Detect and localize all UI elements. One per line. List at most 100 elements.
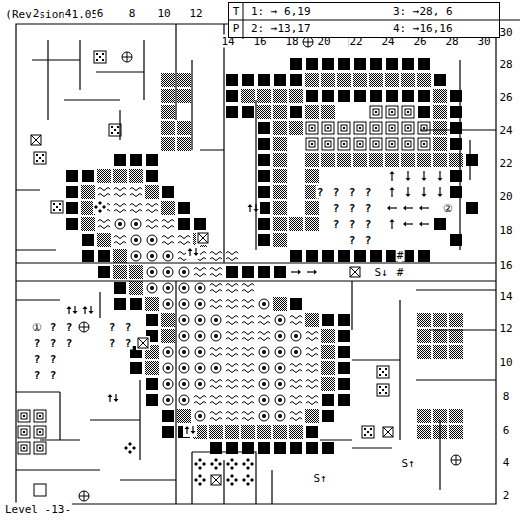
stairs-mark: S↑: [312, 472, 327, 485]
spinner-tile: [402, 106, 414, 118]
box-x-icon: [138, 338, 148, 348]
chest-icon: [36, 154, 38, 156]
dark-tile: [230, 466, 234, 470]
water-tile: [226, 284, 238, 293]
icon-ground: [361, 425, 375, 439]
black-block: [306, 250, 318, 262]
question-mark: ?: [316, 186, 325, 199]
black-block: [322, 394, 334, 406]
spinner-tile: [23, 415, 25, 417]
pit-tile: [291, 347, 301, 357]
grey-block: [81, 185, 95, 199]
black-block: [242, 74, 254, 86]
grey-block: [161, 73, 175, 87]
spinner-tile: [341, 125, 347, 131]
pit-tile: [275, 411, 285, 421]
spinner-tile: [418, 138, 430, 150]
pit-tile: [179, 347, 189, 357]
pit-tile: [179, 283, 189, 293]
pit-tile: [262, 350, 266, 354]
grey-block: [145, 361, 159, 375]
water-tile: [162, 220, 174, 229]
icon-ground: [348, 265, 362, 279]
pit-tile: [166, 382, 170, 386]
grey-block: [161, 105, 175, 119]
black-block: [258, 122, 270, 134]
icon-ground: [33, 483, 47, 497]
pit-tile: [278, 318, 282, 322]
water-tile: [242, 396, 254, 405]
dark-tile: [226, 462, 230, 466]
grey-block: [305, 73, 319, 87]
chest-icon: [42, 154, 44, 156]
box-x-icon: [383, 427, 393, 437]
spinner-tile: [357, 125, 363, 131]
spinner-tile: [405, 141, 411, 147]
black-block: [322, 442, 334, 454]
question-mark: ?: [124, 321, 133, 334]
spinner-tile: [34, 442, 46, 454]
stairs-icon: [68, 309, 69, 314]
icon-ground: [77, 320, 91, 334]
water-tile: [226, 316, 238, 325]
grey-block: [177, 137, 191, 151]
axis-number: 26: [498, 91, 513, 104]
water-tile: [98, 188, 110, 197]
spinner-tile: [373, 125, 379, 131]
question-mark: ?: [33, 353, 42, 366]
spinner-tile: [23, 431, 25, 433]
pit-tile: [166, 270, 170, 274]
pit-tile: [278, 398, 282, 402]
black-block: [82, 234, 94, 246]
grey-block: [417, 425, 431, 439]
dark-tile: [250, 478, 254, 482]
black-block: [306, 90, 318, 102]
black-block: [434, 74, 446, 86]
chest-icon: [364, 428, 366, 430]
pit-tile: [195, 331, 205, 341]
grey-block: [305, 153, 319, 167]
question-mark: ?: [65, 337, 74, 350]
chest-icon: [36, 160, 38, 162]
black-block: [82, 170, 94, 182]
water-tile: [226, 396, 238, 405]
arrow-tile: [419, 206, 422, 211]
pit-tile: [278, 350, 282, 354]
dark-tile: [198, 474, 202, 478]
stairs-icon: [195, 248, 196, 253]
pit-tile: [131, 219, 141, 229]
pit-tile: [163, 283, 173, 293]
grey-block: [417, 313, 431, 327]
spinner-tile: [423, 127, 425, 129]
black-block: [98, 250, 110, 262]
chest-icon: [385, 368, 387, 370]
chest-icon: [367, 431, 369, 433]
black-block: [338, 378, 350, 390]
pit-tile: [131, 251, 141, 261]
black-block: [66, 218, 78, 230]
grey-block: [273, 425, 287, 439]
pit-tile: [182, 382, 186, 386]
dark-icon: [132, 446, 136, 450]
grey-block: [433, 313, 447, 327]
grey-block: [81, 201, 95, 215]
pit-tile: [262, 398, 266, 402]
black-block: [66, 202, 78, 214]
black-block: [258, 154, 270, 166]
axis-number: 28: [498, 58, 513, 71]
grey-block: [449, 153, 463, 167]
chest-icon: [385, 386, 387, 388]
water-tile: [146, 220, 158, 229]
pit-tile: [163, 363, 173, 373]
stairs-icon: [84, 309, 85, 314]
water-tile: [162, 236, 174, 245]
grey-block: [305, 169, 319, 183]
water-tile: [210, 380, 222, 389]
stairs-icon: [186, 429, 187, 434]
pit-tile: [163, 347, 173, 357]
dark-icon: [94, 205, 98, 209]
pit-tile: [166, 286, 170, 290]
grid-mark: #: [396, 249, 405, 262]
stairs-mark: S↑: [400, 457, 415, 470]
arrow-tile: [391, 190, 392, 197]
